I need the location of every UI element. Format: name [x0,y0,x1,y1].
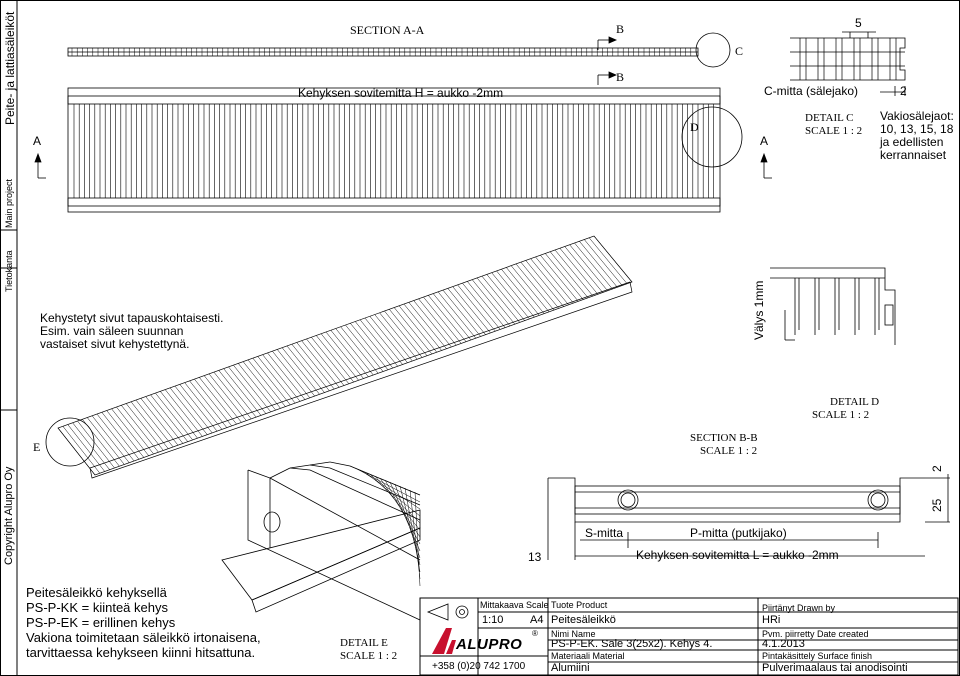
detail-c-circle [695,32,731,68]
dim-2-top: 2 [900,84,907,98]
marker-b-bottom: B [616,70,625,84]
dim-2-side: 2 [930,465,944,472]
scale-value: 1:10 [482,614,504,626]
detail-e-label: DETAIL E [340,637,388,649]
finish-label: Pintakäsittely Surface finish [762,651,873,661]
frame-height-note: Kehyksen sovitemitta H = aukko -2mm [298,86,504,100]
spacing-note-line: ja edellisten [880,135,944,149]
grille-isometric-view [57,235,633,479]
alupro-logo-mark [432,628,456,654]
frame-length-note: Kehyksen sovitemitta L = aukko -2mm [636,548,839,562]
product-value: Peitesäleikkö [551,614,616,626]
frame-note-line: Kehystetyt sivut tapauskohtaisesti. [40,311,224,325]
section-aa-label: SECTION A-A [350,23,425,37]
note-line: tarvittaessa kehykseen kiinni hitsattuna… [26,645,256,660]
material-value: Alumiini [551,662,590,674]
alupro-logo-text: ALUPRO [456,636,523,653]
marker-e: E [33,440,41,454]
title-block-frame [419,597,959,676]
s-measure-label: S-mitta [585,526,624,540]
frame-note: Kehystetyt sivut tapauskohtaisesti. Esim… [40,312,223,351]
frame-note-line: Esim. vain säleen suunnan [40,324,184,338]
projection-symbol [426,603,469,621]
finish-value: Pulverimaalaus tai anodisointi [762,662,908,674]
marker-c: C [735,44,744,58]
registered-mark: ® [532,629,538,638]
spacing-note-line: Vakiosälejaot: [880,109,954,123]
marker-a-left: A [33,134,42,148]
date-label: Pvm. piirretty Date created [762,629,869,639]
clearance-label: Välys 1mm [752,280,766,340]
spacing-note-line: kerrannaiset [880,148,947,162]
product-notes: Peitesäleikkö kehyksellä PS-P-KK = kiint… [26,585,261,660]
spacing-note: Vakiosälejaot: 10, 13, 15, 18 ja edellis… [880,110,954,162]
detail-d-drawing [770,267,896,345]
side-project-label: Main project [4,178,14,228]
grille-plan-view [67,87,721,213]
side-company-section: Tietokanta [4,250,14,292]
dim-5: 5 [855,16,862,30]
section-bb-drawing [547,474,950,560]
note-line: PS-P-EK = erillinen kehys [26,615,176,630]
c-measure-label: C-mitta (sälejako) [764,84,859,98]
scale-label: Mittakaava Scale [480,600,549,610]
section-bb-scale: SCALE 1 : 2 [700,445,758,457]
marker-a-right: A [760,134,769,148]
section-aa-top-rail [67,47,699,57]
detail-d-scale: SCALE 1 : 2 [812,409,870,421]
detail-d-label: DETAIL D [830,396,880,408]
dim-13: 13 [528,550,542,564]
detail-e-scale: SCALE 1 : 2 [340,650,398,662]
note-line: Vakiona toimitetaan säleikkö irtonaisena… [26,630,261,645]
view-arrows [34,36,772,179]
name-label: Nimi Name [551,629,596,639]
p-measure-label: P-mitta (putkijako) [690,526,787,540]
drawn-value: HRi [762,614,781,626]
frame-note-line: vastaiset sivut kehystettynä. [40,337,190,351]
detail-e-drawing [221,461,421,621]
note-line: Peitesäleikkö kehyksellä [26,585,167,600]
marker-d: D [690,120,699,134]
section-bb-label: SECTION B-B [690,432,758,444]
marker-b-top: B [616,22,625,36]
detail-d-circle [681,106,743,168]
dim-25: 25 [930,498,944,512]
company-phone: +358 (0)20 742 1700 [432,661,526,672]
date-value: 4.1.2013 [762,638,805,650]
detail-c-drawing [790,31,906,96]
side-project-name: Peite- ja lattiasäleiköt [3,11,17,125]
paper-size: A4 [530,614,544,626]
note-line: PS-P-KK = kiinteä kehys [26,600,168,615]
product-label: Tuote Product [551,600,608,610]
name-value: PS-P-EK. Säle 3(25x2). Kehys 4. [551,638,713,650]
material-label: Materiaali Material [551,651,625,661]
spacing-note-line: 10, 13, 15, 18 [880,122,954,136]
side-copyright: Copyright Alupro Oy [3,466,15,565]
detail-c-label: DETAIL C [805,112,854,124]
detail-e-circle [45,417,95,467]
drawn-label: Piirtänyt Drawn by [762,603,836,613]
detail-c-scale: SCALE 1 : 2 [805,125,863,137]
